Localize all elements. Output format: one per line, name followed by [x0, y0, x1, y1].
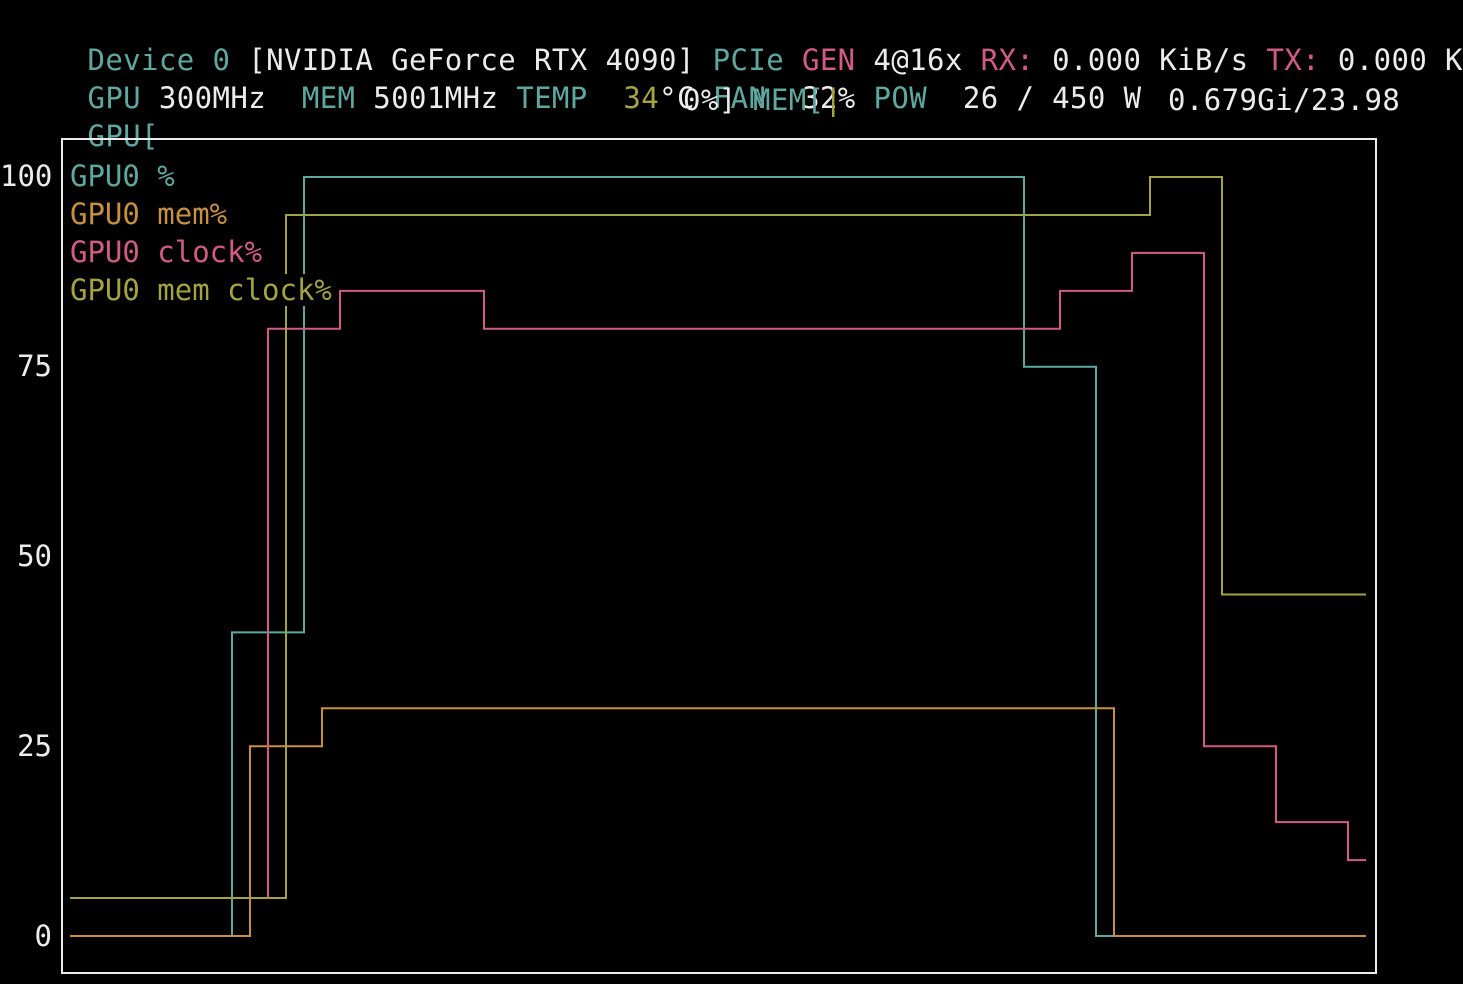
y-tick-50: 50	[17, 539, 52, 573]
gpu-bar-label: GPU[	[87, 119, 159, 153]
legend-bg-3	[68, 274, 336, 306]
fan-label: FAN	[712, 81, 767, 115]
pow-value: 26 / 450 W	[962, 81, 1142, 115]
gpu-clock-value: 300MHz	[158, 81, 267, 115]
utilization-bar-line: GPU[ 0%] MEM[| 0.679Gi/23.98	[16, 82, 1414, 153]
legend-entry-1: GPU0 mem%	[70, 197, 227, 231]
gen-value: 4@16x	[873, 43, 963, 77]
series-line-2	[70, 251, 1366, 899]
series-line-1	[70, 707, 1366, 937]
legend-bg-0	[68, 160, 178, 192]
device-label: Device	[87, 43, 195, 77]
mem-clock-value: 5001MHz	[373, 81, 499, 115]
legend-entry-0: GPU0 %	[70, 159, 175, 193]
series-line-3	[70, 176, 1366, 899]
mem-clock-label: MEM	[301, 81, 356, 115]
y-tick-75: 75	[17, 349, 52, 383]
temp-label: TEMP	[516, 81, 588, 115]
tx-value: 0.000 K	[1337, 43, 1463, 77]
rx-label: RX:	[980, 43, 1035, 77]
gpu-history-chart: GPU0 % GPU0 mem% GPU0 clock% GPU0 mem clock…	[61, 138, 1377, 974]
device-info-line: Device 0 [NVIDIA GeForce RTX 4090] PCIe …	[16, 6, 1463, 77]
legend-entry-2: GPU0 clock%	[70, 235, 262, 269]
chart-frame	[61, 138, 1377, 974]
series-line-0	[70, 176, 1366, 937]
gpu-clock-label: GPU	[87, 81, 142, 115]
device-index: 0	[212, 43, 231, 77]
gen-label: GEN	[801, 43, 856, 77]
temp-value: 34	[623, 81, 660, 115]
legend-bg-2	[68, 236, 266, 268]
fan-value: 32%	[802, 81, 856, 115]
pcie-label: PCIe	[712, 43, 785, 77]
y-tick-25: 25	[17, 729, 52, 763]
mem-bar-label: MEM[	[753, 83, 825, 117]
terminal-window: Device 0 [NVIDIA GeForce RTX 4090] PCIe …	[0, 43, 1463, 974]
legend-entry-3: GPU0 mem clock%	[70, 273, 332, 307]
y-tick-100: 100	[0, 159, 53, 193]
y-tick-0: 0	[34, 919, 52, 953]
legend-bg-1	[68, 198, 231, 230]
mem-bar: MEM[|	[753, 82, 842, 118]
device-name: [NVIDIA GeForce RTX 4090]	[248, 43, 695, 77]
tx-label: TX:	[1266, 43, 1321, 77]
temp-unit: °C	[659, 81, 695, 115]
rx-value: 0.000 KiB/s	[1052, 43, 1249, 77]
gpu-bar-value: 0%]	[683, 83, 737, 117]
gpu-stats-line: GPU 300MHz MEM 5001MHz TEMP 34°C FAN 32%…	[16, 44, 1141, 115]
pow-label: POW	[873, 81, 928, 115]
mem-bar-fill: |	[824, 83, 843, 117]
mem-bar-value: 0.679Gi/23.98	[1168, 83, 1401, 117]
